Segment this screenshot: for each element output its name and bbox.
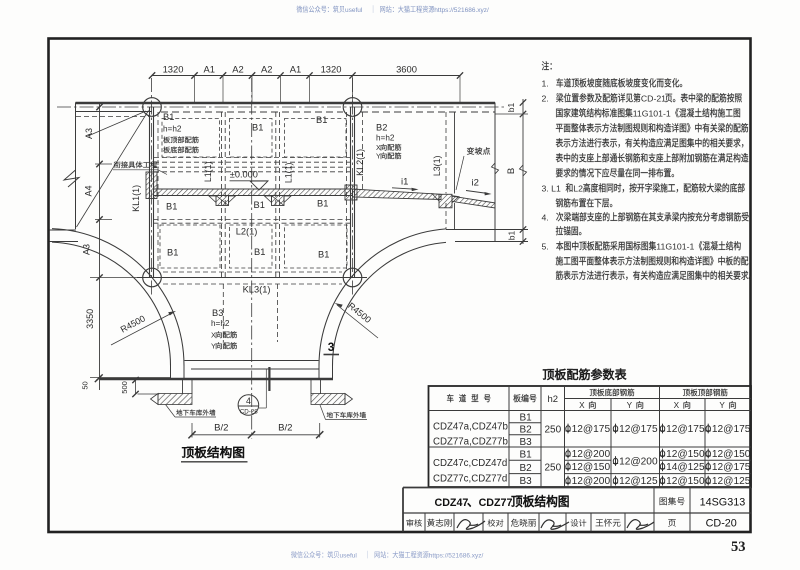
svg-text:1.: 1. bbox=[542, 79, 549, 89]
svg-text:B/2: B/2 bbox=[278, 423, 292, 434]
svg-text:4.: 4. bbox=[542, 213, 549, 223]
svg-text:B3: B3 bbox=[520, 476, 533, 487]
svg-text:i2: i2 bbox=[472, 178, 479, 189]
svg-text:500: 500 bbox=[120, 381, 129, 394]
svg-text:B2: B2 bbox=[520, 463, 533, 474]
svg-text:50: 50 bbox=[81, 381, 90, 389]
svg-text:A4: A4 bbox=[84, 185, 94, 196]
svg-text:CDZ47c,CDZ47d: CDZ47c,CDZ47d bbox=[433, 458, 507, 469]
svg-text:Y: Y bbox=[376, 152, 381, 161]
svg-text:B1: B1 bbox=[163, 112, 174, 122]
svg-text:B3: B3 bbox=[520, 437, 533, 448]
svg-text:A3: A3 bbox=[82, 244, 92, 255]
svg-text:2.: 2. bbox=[542, 94, 549, 104]
svg-text:B2: B2 bbox=[520, 425, 533, 436]
svg-text:B1: B1 bbox=[316, 115, 327, 125]
svg-text:53: 53 bbox=[731, 539, 746, 555]
svg-text:11G101-1: 11G101-1 bbox=[656, 242, 694, 252]
svg-text:L1(1): L1(1) bbox=[284, 162, 294, 183]
svg-text:12@125: 12@125 bbox=[619, 476, 658, 487]
svg-text:L2: L2 bbox=[573, 184, 583, 194]
svg-text:X: X bbox=[376, 143, 381, 152]
svg-text:Y: Y bbox=[627, 401, 633, 410]
svg-text:h2: h2 bbox=[548, 394, 559, 405]
svg-text:250: 250 bbox=[545, 463, 562, 474]
svg-text:h=h2: h=h2 bbox=[163, 125, 182, 134]
svg-text:h=h2: h=h2 bbox=[211, 319, 230, 328]
svg-text:A3: A3 bbox=[84, 128, 94, 139]
svg-text:12@175: 12@175 bbox=[712, 424, 751, 435]
svg-text:B1: B1 bbox=[252, 123, 263, 133]
svg-text:useful: useful bbox=[340, 553, 358, 560]
svg-text:CD-20: CD-20 bbox=[706, 518, 737, 530]
svg-text:5.: 5. bbox=[542, 242, 549, 252]
svg-text:CDZ47a,CDZ47b: CDZ47a,CDZ47b bbox=[433, 422, 508, 433]
svg-text:12@200: 12@200 bbox=[619, 457, 658, 468]
svg-text:11G101-1: 11G101-1 bbox=[633, 109, 671, 119]
svg-text:KL2(1): KL2(1) bbox=[355, 149, 365, 176]
svg-text:B1: B1 bbox=[254, 247, 265, 257]
svg-text:B1: B1 bbox=[317, 199, 328, 209]
svg-text:12@150: 12@150 bbox=[666, 449, 705, 460]
svg-text:X: X bbox=[579, 401, 585, 410]
svg-text:L2(1): L2(1) bbox=[236, 227, 258, 237]
svg-text:14SG313: 14SG313 bbox=[700, 497, 746, 509]
svg-text:B2: B2 bbox=[376, 123, 387, 133]
svg-text:b1: b1 bbox=[506, 102, 516, 112]
svg-text:12@150: 12@150 bbox=[712, 449, 751, 460]
svg-text:12@200: 12@200 bbox=[572, 476, 611, 487]
svg-text:250: 250 bbox=[545, 425, 562, 436]
svg-text:12@125: 12@125 bbox=[712, 476, 751, 487]
svg-text:12@150: 12@150 bbox=[572, 462, 611, 473]
svg-text:CD-21: CD-21 bbox=[641, 94, 666, 104]
svg-text:b1: b1 bbox=[507, 230, 517, 240]
svg-text:12@150: 12@150 bbox=[666, 476, 705, 487]
svg-text:B1: B1 bbox=[318, 250, 329, 260]
svg-text:12@175: 12@175 bbox=[619, 424, 658, 435]
svg-text:L3(1): L3(1) bbox=[432, 155, 442, 176]
svg-text:CDZ47: CDZ47 bbox=[435, 497, 469, 509]
svg-text:X: X bbox=[211, 331, 216, 340]
svg-text:1320: 1320 bbox=[321, 64, 342, 75]
svg-text:A1: A1 bbox=[204, 64, 215, 75]
svg-text:CD-28: CD-28 bbox=[240, 409, 258, 416]
svg-text:14@125: 14@125 bbox=[666, 462, 705, 473]
svg-text:12@175: 12@175 bbox=[572, 424, 611, 435]
svg-text:A2: A2 bbox=[232, 64, 243, 75]
svg-text:https://521686.xyz/: https://521686.xyz/ bbox=[434, 7, 489, 14]
svg-text:B: B bbox=[506, 168, 517, 174]
svg-text:Y: Y bbox=[211, 342, 216, 351]
svg-text:CDZ77: CDZ77 bbox=[479, 497, 513, 509]
svg-text:±0.000: ±0.000 bbox=[230, 170, 258, 180]
svg-text:12@200: 12@200 bbox=[572, 449, 611, 460]
svg-text:h=h2: h=h2 bbox=[376, 134, 395, 143]
svg-text:12@175: 12@175 bbox=[712, 462, 751, 473]
svg-text:L1(1): L1(1) bbox=[203, 161, 213, 182]
svg-text:useful: useful bbox=[345, 7, 363, 14]
svg-text:B1: B1 bbox=[520, 450, 533, 461]
svg-text:12@175: 12@175 bbox=[666, 424, 705, 435]
svg-text:CDZ77c,CDZ77d: CDZ77c,CDZ77d bbox=[433, 474, 507, 485]
svg-text:KL1(1): KL1(1) bbox=[131, 185, 141, 212]
svg-text:https://521686.xyz/: https://521686.xyz/ bbox=[429, 553, 484, 560]
svg-text:B1: B1 bbox=[254, 200, 265, 210]
svg-text:3600: 3600 bbox=[396, 64, 417, 75]
svg-text:A1: A1 bbox=[290, 64, 301, 75]
svg-text:i1: i1 bbox=[401, 177, 408, 188]
svg-text:B1: B1 bbox=[520, 413, 533, 424]
svg-text:A2: A2 bbox=[261, 64, 272, 75]
svg-text:X: X bbox=[674, 401, 680, 410]
svg-text:KL3(1): KL3(1) bbox=[243, 285, 271, 295]
svg-text:CDZ77a,CDZ77b: CDZ77a,CDZ77b bbox=[433, 437, 508, 448]
svg-text:B1: B1 bbox=[167, 248, 178, 258]
svg-text:B/2: B/2 bbox=[214, 423, 228, 434]
svg-text:Y: Y bbox=[719, 401, 725, 410]
svg-text:3350: 3350 bbox=[85, 309, 95, 329]
svg-text:B1: B1 bbox=[166, 202, 177, 212]
svg-text:3: 3 bbox=[328, 340, 335, 354]
svg-text:4: 4 bbox=[246, 396, 251, 406]
svg-text:B3: B3 bbox=[212, 308, 223, 318]
svg-text:3. L1: 3. L1 bbox=[542, 184, 561, 194]
svg-text:1320: 1320 bbox=[163, 64, 184, 75]
